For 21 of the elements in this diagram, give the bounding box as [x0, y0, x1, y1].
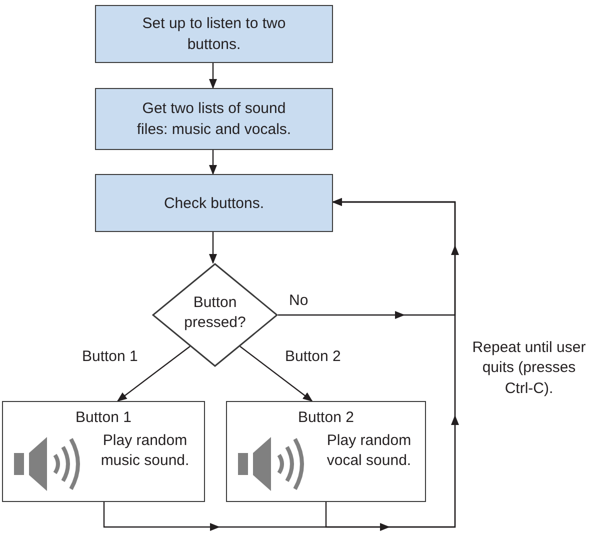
process-box [95, 5, 333, 63]
action-box [2, 401, 205, 502]
box-text: Set up to listen to two buttons. [141, 14, 287, 55]
arrow [209, 232, 217, 264]
note-text: Repeat until user quits (presses Ctrl-C). [471, 338, 587, 398]
arrow [240, 346, 313, 402]
process-box [95, 88, 333, 150]
box-heading: Button 2 [297, 408, 355, 428]
action-box [226, 401, 426, 502]
box-text: Get two lists of sound files: music and vocals. [136, 99, 292, 140]
arrow [325, 198, 459, 531]
decision-text: Button pressed? [183, 293, 247, 334]
box-text: Check buttons. [162, 194, 266, 214]
action-text: Play random vocal sound. [326, 431, 412, 472]
action-text: Play random music sound. [100, 431, 190, 472]
arrow [209, 150, 217, 175]
box-heading: Button 1 [74, 408, 132, 428]
process-box [95, 174, 333, 232]
arrow [209, 63, 217, 89]
decision-diamond [152, 263, 278, 367]
arrow [116, 346, 190, 402]
